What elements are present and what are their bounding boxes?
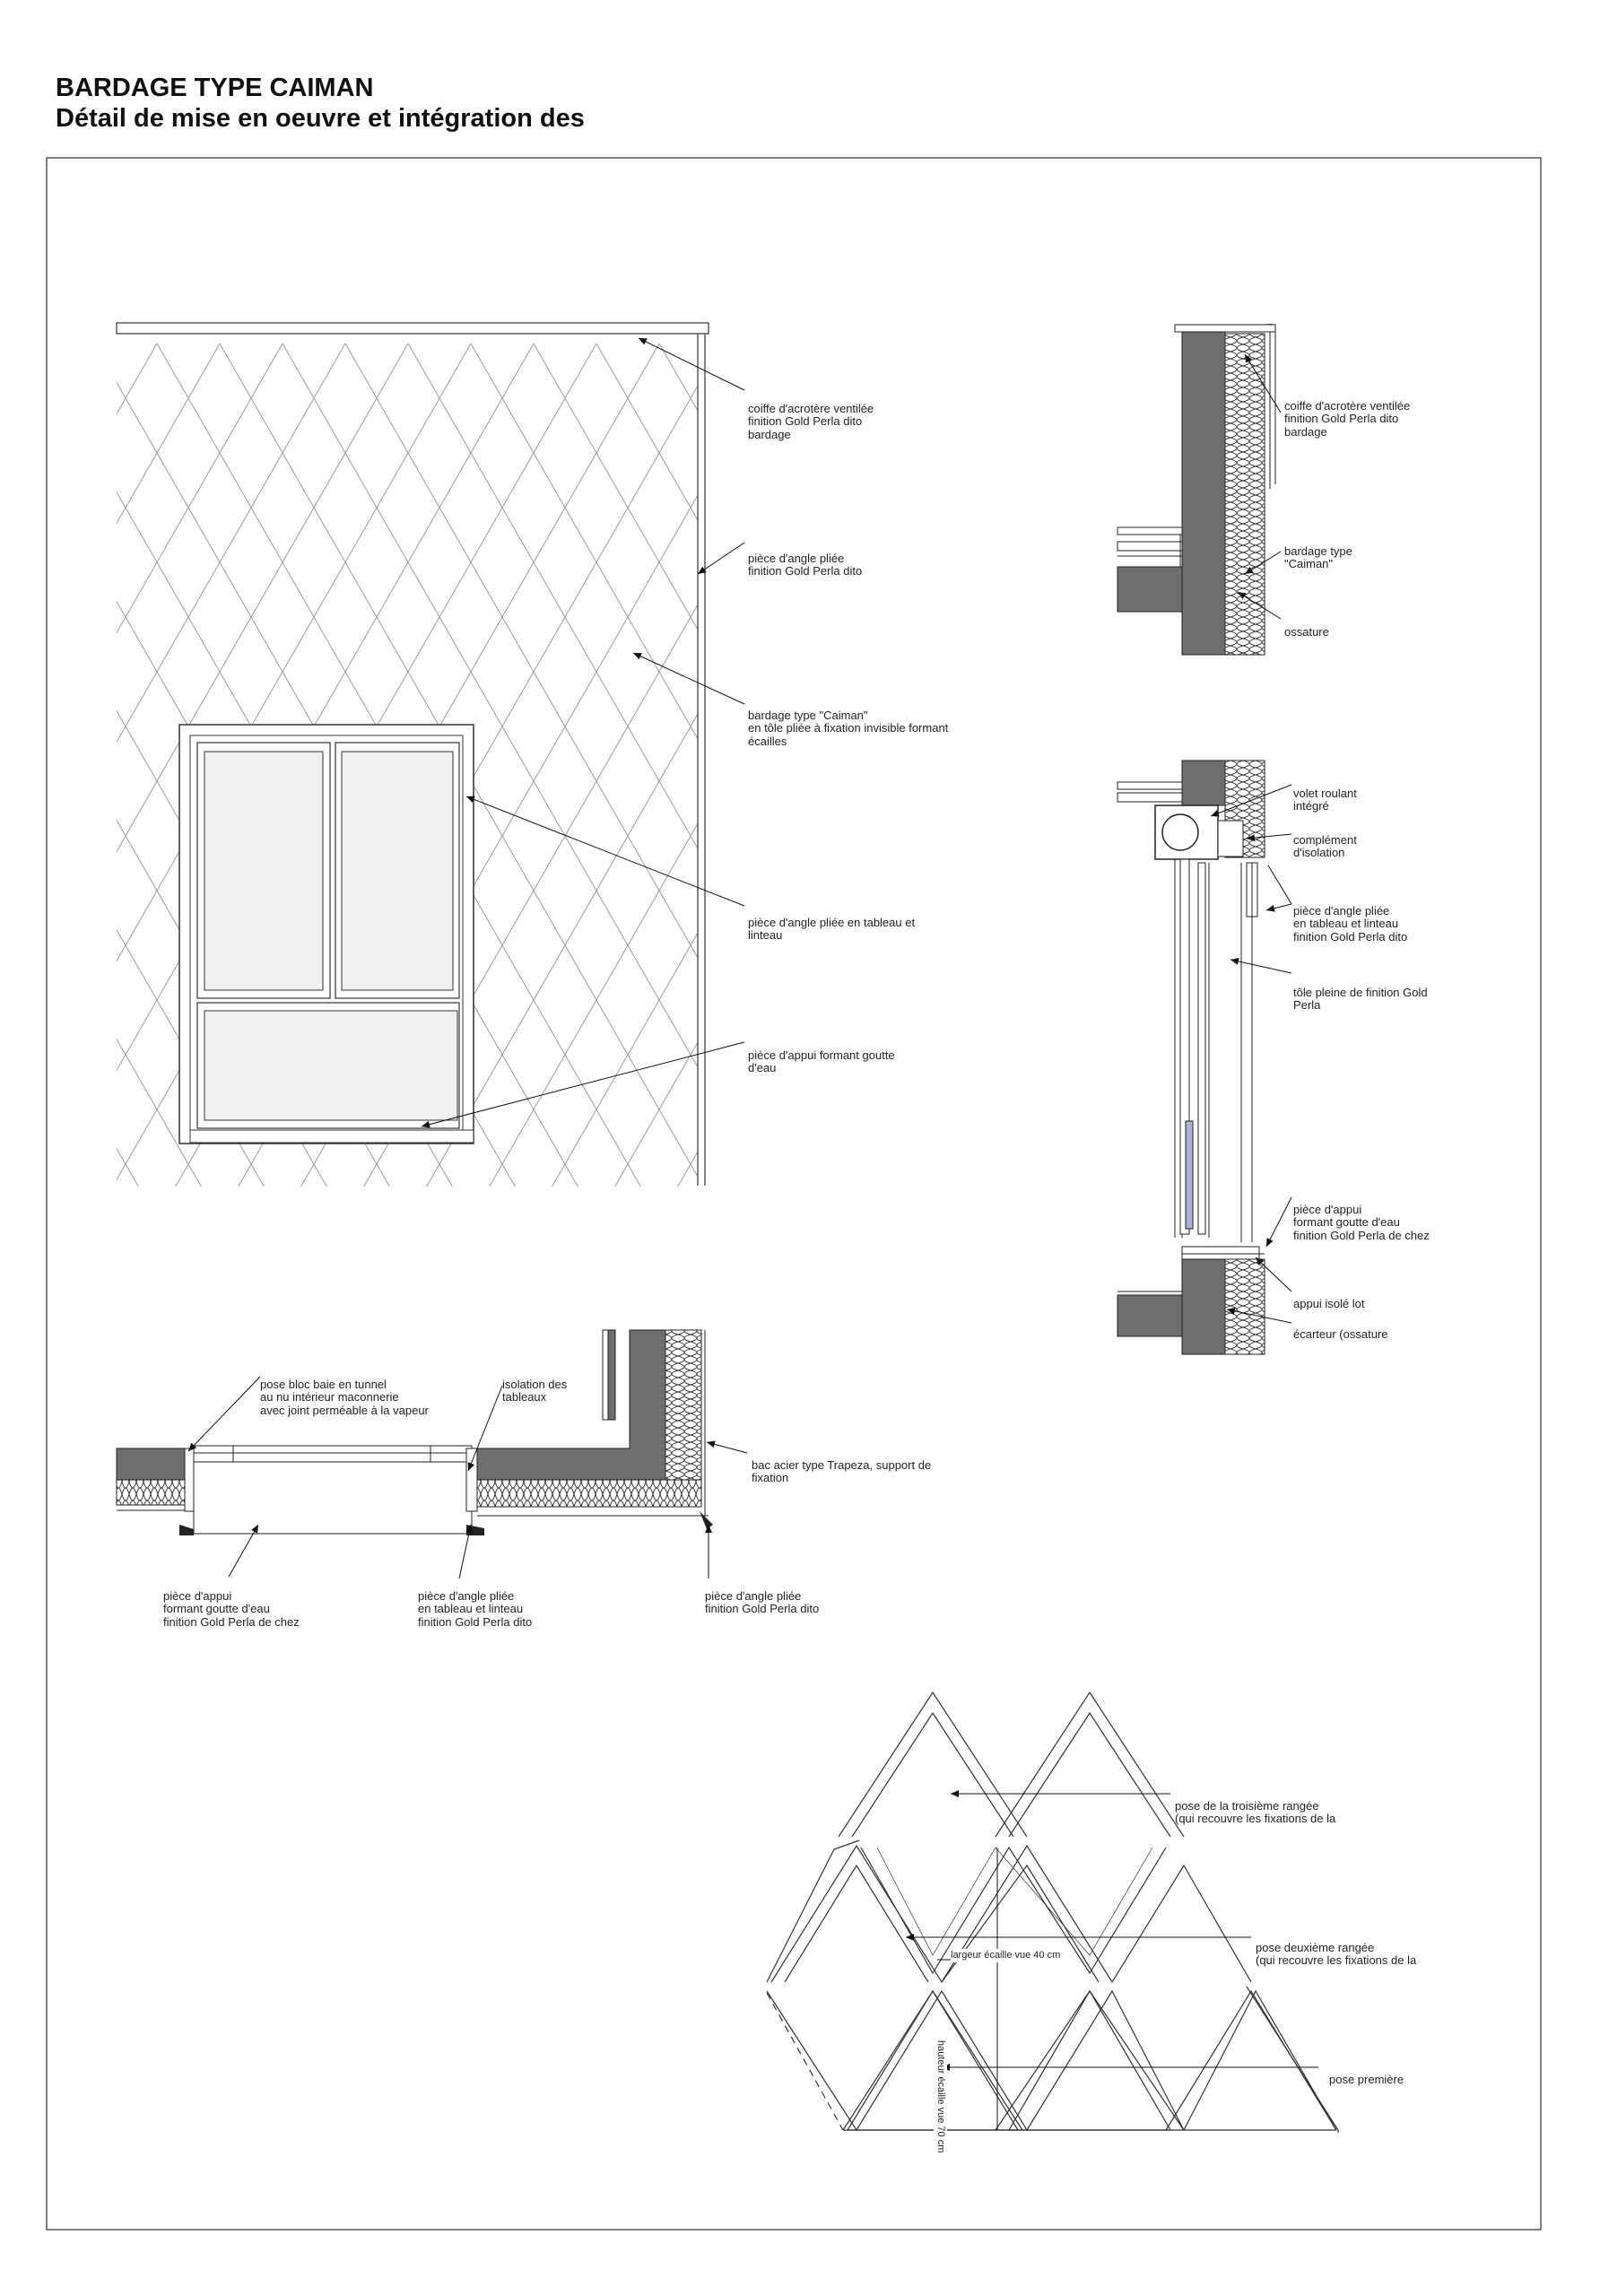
drawing-title: BARDAGE TYPE CAIMAN (56, 74, 374, 102)
label-sec-ossature: ossature (1284, 624, 1329, 639)
sheet-border (46, 157, 1542, 2231)
label-win-ecarteur: écarteur (ossature (1293, 1326, 1388, 1341)
label-elev-bardage: bardage type "Caiman"en tôle pliée à fix… (748, 708, 949, 748)
scale-assembly (766, 1691, 1339, 2133)
scale-leaders (906, 1790, 1318, 2071)
label-scale-hauteur: hauteur écaille vue 70 cm (934, 2040, 947, 2153)
label-scale-deuxieme: pose deuxième rangée(qui recouvre les fi… (1256, 1940, 1417, 1967)
section-window (1117, 760, 1292, 1355)
label-scale-premiere: pose première (1329, 2072, 1404, 2086)
drawing-subtitle: Détail de mise en oeuvre et intégration … (56, 104, 585, 133)
elevation-view (116, 322, 745, 1187)
section-acrotere (1117, 324, 1282, 656)
label-sec-bardage: bardage type"Caiman" (1284, 544, 1352, 570)
label-scale-largeur: largeur écaille vue 40 cm (951, 1949, 1061, 1962)
label-scale-troisieme: pose de la troisième rangée(qui recouvre… (1175, 1798, 1336, 1825)
plan-view (116, 1329, 748, 1579)
label-win-appui-isole: appui isolé lot (1293, 1296, 1365, 1310)
